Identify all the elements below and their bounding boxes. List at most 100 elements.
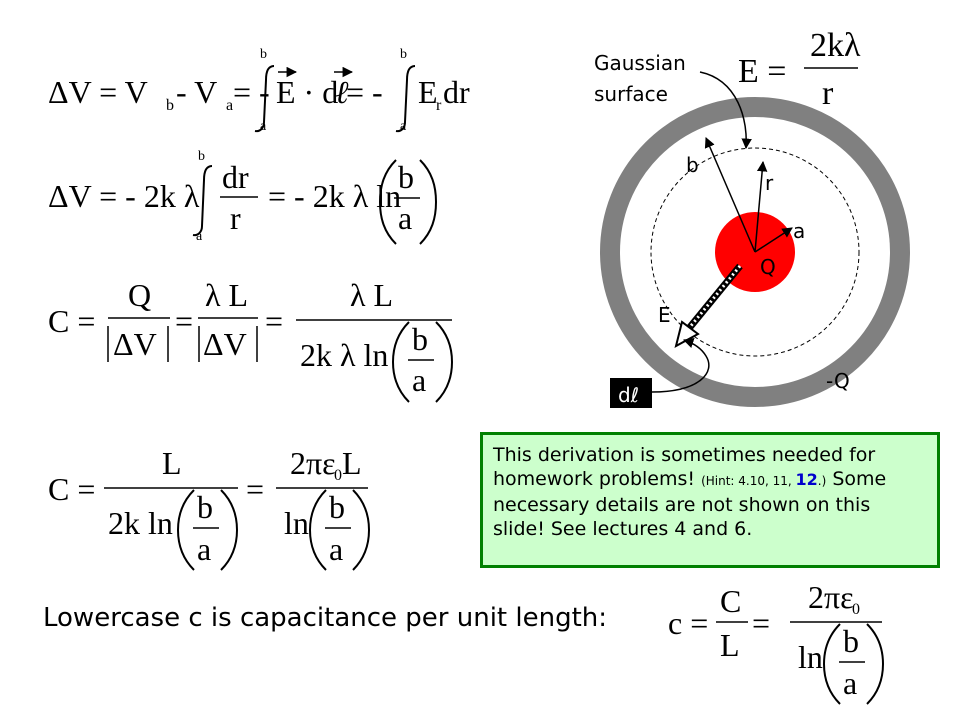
eq3-f1-num: Q (128, 277, 151, 313)
left-paren (308, 489, 327, 571)
eq4-f2-den-a: a (329, 531, 343, 567)
label-dl: dℓ (618, 383, 639, 407)
eq1-eq-minus2: = - (346, 74, 383, 110)
eq1-e-dot-dl: E · d (276, 74, 338, 110)
eq3-eq2: = (265, 303, 283, 339)
left-paren (176, 489, 195, 571)
label-r: r (765, 171, 774, 195)
field-num: 2kλ (810, 27, 861, 64)
label-q: Q (760, 255, 776, 279)
left-paren (378, 159, 397, 245)
eq1-lower-limit-2: a (400, 119, 407, 134)
eq2-frac-den: r (230, 200, 241, 236)
eq2-frac2-den: a (398, 200, 412, 236)
eq4-f1-num: L (162, 445, 182, 481)
eq4-f1-den-b: b (197, 489, 213, 525)
eq5-f2-num: 2πε (808, 579, 854, 615)
right-paren (419, 159, 438, 245)
eq3-f1-den: ΔV (113, 326, 157, 362)
eq5-f2-den-b: b (843, 623, 859, 659)
eq3-f2-num: λ L (205, 277, 248, 313)
e-field-arrow-hatch (688, 265, 742, 328)
eq4-lhs: C = (48, 471, 95, 507)
equation-capacitance-per-length: c = C L = 2πε 0 ln b a (668, 579, 885, 705)
radius-b-arrow (704, 137, 756, 253)
eq1-upper-limit-2: b (400, 47, 407, 62)
eq1-sub-a: a (226, 97, 233, 114)
eq1-sub-b: b (166, 97, 174, 114)
eq2-mid: = - 2k λ ln (268, 178, 401, 214)
label-e: E (658, 303, 671, 327)
eq1-er: E (418, 74, 438, 110)
eq1-upper-limit: b (260, 47, 267, 62)
equation-potential-difference-integral: ΔV = V b - V a = - b a E · d ℓ = - b a E… (48, 47, 470, 134)
equation-capacitance: C = Q ΔV = λ L ΔV = λ L 2k λ ln b a (48, 277, 454, 403)
eq3-f2-den: ΔV (203, 326, 247, 362)
gaussian-label-line2: surface (594, 82, 668, 106)
gaussian-surface-circle (650, 147, 860, 357)
hint-note-box: This derivation is sometimes needed for … (480, 432, 940, 568)
eq5-f1-num: C (720, 583, 741, 619)
eq1-lower-limit: a (260, 119, 267, 134)
eq3-f3-den-a: a (412, 362, 426, 398)
eq3-f3-den-b: b (412, 321, 428, 357)
caption-text: Lowercase c is capacitance per unit leng… (43, 603, 608, 633)
eq1-ell: ℓ (335, 74, 349, 110)
eq4-f1-den-a: a (197, 531, 211, 567)
label-a: a (793, 219, 805, 243)
outer-conducting-shell (600, 97, 910, 407)
radius-r-arrow (754, 160, 768, 253)
dl-callout-arrow (651, 338, 710, 393)
eq1-lhs: ΔV = V (48, 74, 148, 110)
right-paren (866, 623, 885, 705)
hint-bold-number: 12 (795, 470, 818, 489)
right-paren (435, 321, 454, 403)
eq2-integral-sign (192, 165, 213, 237)
eq4-f2-den-pre: ln (284, 505, 309, 541)
eq5-f1-den: L (720, 627, 740, 663)
eq2-upper-limit: b (198, 149, 205, 164)
eq4-f1-den-pre: 2k ln (108, 505, 173, 541)
equation-potential-line-charge: ΔV = - 2k λ b a dr r = - 2k λ ln b a (48, 149, 438, 245)
field-lhs: E = (738, 53, 786, 90)
equation-electric-field: E = 2kλ r (738, 27, 861, 112)
eq5-f2-num-sub: 0 (852, 601, 860, 618)
eq5-f2-den-a: a (843, 665, 857, 701)
eq4-f2-num-sub: 0 (334, 467, 342, 484)
hint-small-end: .) (817, 474, 827, 488)
eq4-f2-den-b: b (329, 489, 345, 525)
radius-a-arrow (754, 227, 793, 253)
dl-label-box (610, 378, 652, 408)
gaussian-callout-arrow (699, 71, 752, 150)
label-b: b (686, 153, 699, 177)
eq4-eq: = (246, 471, 264, 507)
eq2-lhs: ΔV = - 2k λ (48, 178, 200, 214)
coaxial-cable-diagram: Gaussian surface b r a Q E -Q dℓ (594, 51, 910, 408)
hint-text-2: Some necessary details are not shown on … (493, 468, 887, 540)
label-neg-q: -Q (826, 369, 850, 393)
field-den: r (822, 75, 834, 112)
eq1-integral-sign (254, 65, 275, 133)
left-paren (822, 623, 841, 705)
eq5-lhs: c = (668, 605, 708, 641)
eq2-frac-num: dr (222, 159, 249, 195)
eq3-f3-den-pre: 2k λ ln (300, 337, 388, 373)
hint-small-text: (Hint: 4.10, 11, (701, 474, 796, 488)
eq5-eq: = (752, 605, 770, 641)
equation-capacitance-cylinder: C = L 2k ln b a = 2πε 0 L ln b a (48, 445, 371, 571)
right-paren (220, 489, 239, 571)
hint-text-1: This derivation is sometimes needed for … (493, 444, 876, 490)
gaussian-label-line1: Gaussian (594, 51, 686, 75)
right-paren (352, 489, 371, 571)
eq1-dr: dr (443, 74, 470, 110)
eq3-f3-num: λ L (350, 277, 393, 313)
eq1-minus-v: - V (176, 74, 217, 110)
eq4-f2-num: 2πε (290, 445, 336, 481)
eq3-lhs: C = (48, 303, 95, 339)
eq2-lower-limit: a (196, 229, 203, 244)
eq3-eq: = (175, 303, 193, 339)
eq1-integral-sign-2 (395, 65, 416, 133)
eq1-sub-r: r (436, 97, 442, 114)
eq1-eq-minus: = - (233, 74, 270, 110)
